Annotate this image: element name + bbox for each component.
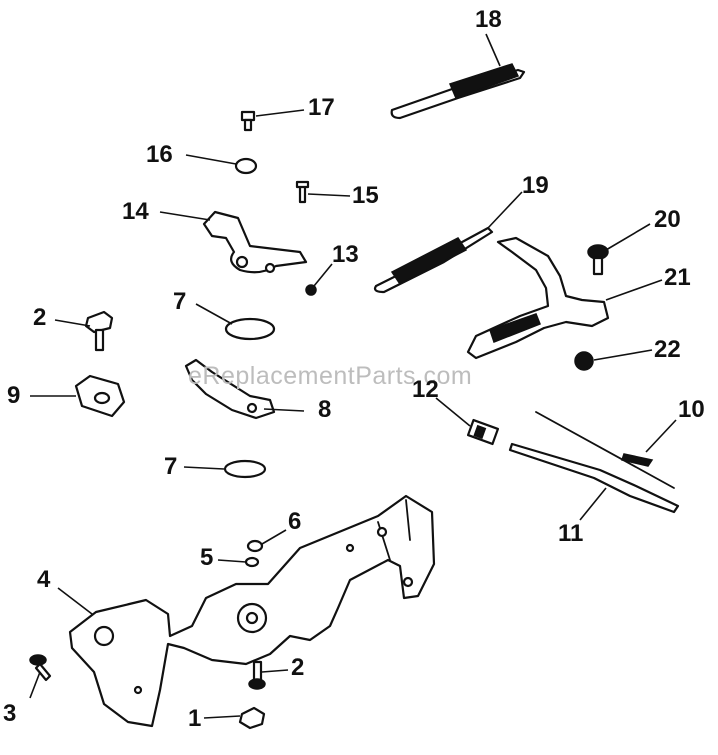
callout-5: 5 xyxy=(200,544,214,571)
part-14-screw xyxy=(240,110,256,132)
callout-19: 22 xyxy=(654,336,681,363)
callout-7-upper: 7 xyxy=(173,288,187,315)
callout-15: 18 xyxy=(475,6,502,33)
callout-18: 21 xyxy=(664,264,691,291)
callout-11: 14 xyxy=(122,198,149,225)
part-11-lever xyxy=(202,210,308,274)
part-19-nut xyxy=(574,351,594,371)
part-6-nut xyxy=(246,539,264,553)
part-1-nut xyxy=(238,706,266,730)
part-20-fitting xyxy=(466,418,500,446)
callout-3: 3 xyxy=(3,700,17,727)
part-2-bolt xyxy=(84,310,114,352)
part-8-plate xyxy=(184,358,276,420)
part-18-lever xyxy=(466,236,610,360)
callout-16: 19 xyxy=(522,172,549,199)
part-4-bracket xyxy=(68,494,436,728)
part-5-washer xyxy=(244,556,260,568)
watermark: eReplacementParts.com xyxy=(188,362,473,390)
callout-9: 9 xyxy=(7,382,21,409)
part-7-washer xyxy=(224,317,276,341)
part-15-spring xyxy=(390,63,526,120)
callout-13: 16 xyxy=(146,141,173,168)
part-13-washer xyxy=(234,157,258,175)
callout-1: 1 xyxy=(188,705,202,732)
callout-20: 12 xyxy=(412,376,439,403)
part-7-washer-lower xyxy=(223,459,267,479)
callout-22: 11 xyxy=(558,520,584,547)
part-21-rod xyxy=(535,411,675,489)
callout-7-lower: 7 xyxy=(164,453,178,480)
part-16-spring xyxy=(373,226,494,294)
part-2-bolt-lower xyxy=(248,660,266,690)
callout-14: 17 xyxy=(308,94,335,121)
callout-17: 20 xyxy=(654,206,681,233)
callout-21: 10 xyxy=(678,396,705,423)
callout-12: 15 xyxy=(352,182,379,209)
part-22-link xyxy=(508,442,680,514)
callout-2-upper: 2 xyxy=(33,304,47,331)
callout-10: 13 xyxy=(332,241,359,268)
leader-lines xyxy=(29,33,677,719)
part-17-screw xyxy=(587,244,609,276)
part-12-pin xyxy=(295,180,310,204)
part-10-nut xyxy=(305,284,317,296)
part-9-clip xyxy=(74,374,126,418)
callout-8: 8 xyxy=(318,396,332,423)
part-3-screw xyxy=(29,654,52,682)
callout-4: 4 xyxy=(37,566,51,593)
callout-2-lower: 2 xyxy=(291,654,305,681)
callout-6: 6 xyxy=(288,508,302,535)
